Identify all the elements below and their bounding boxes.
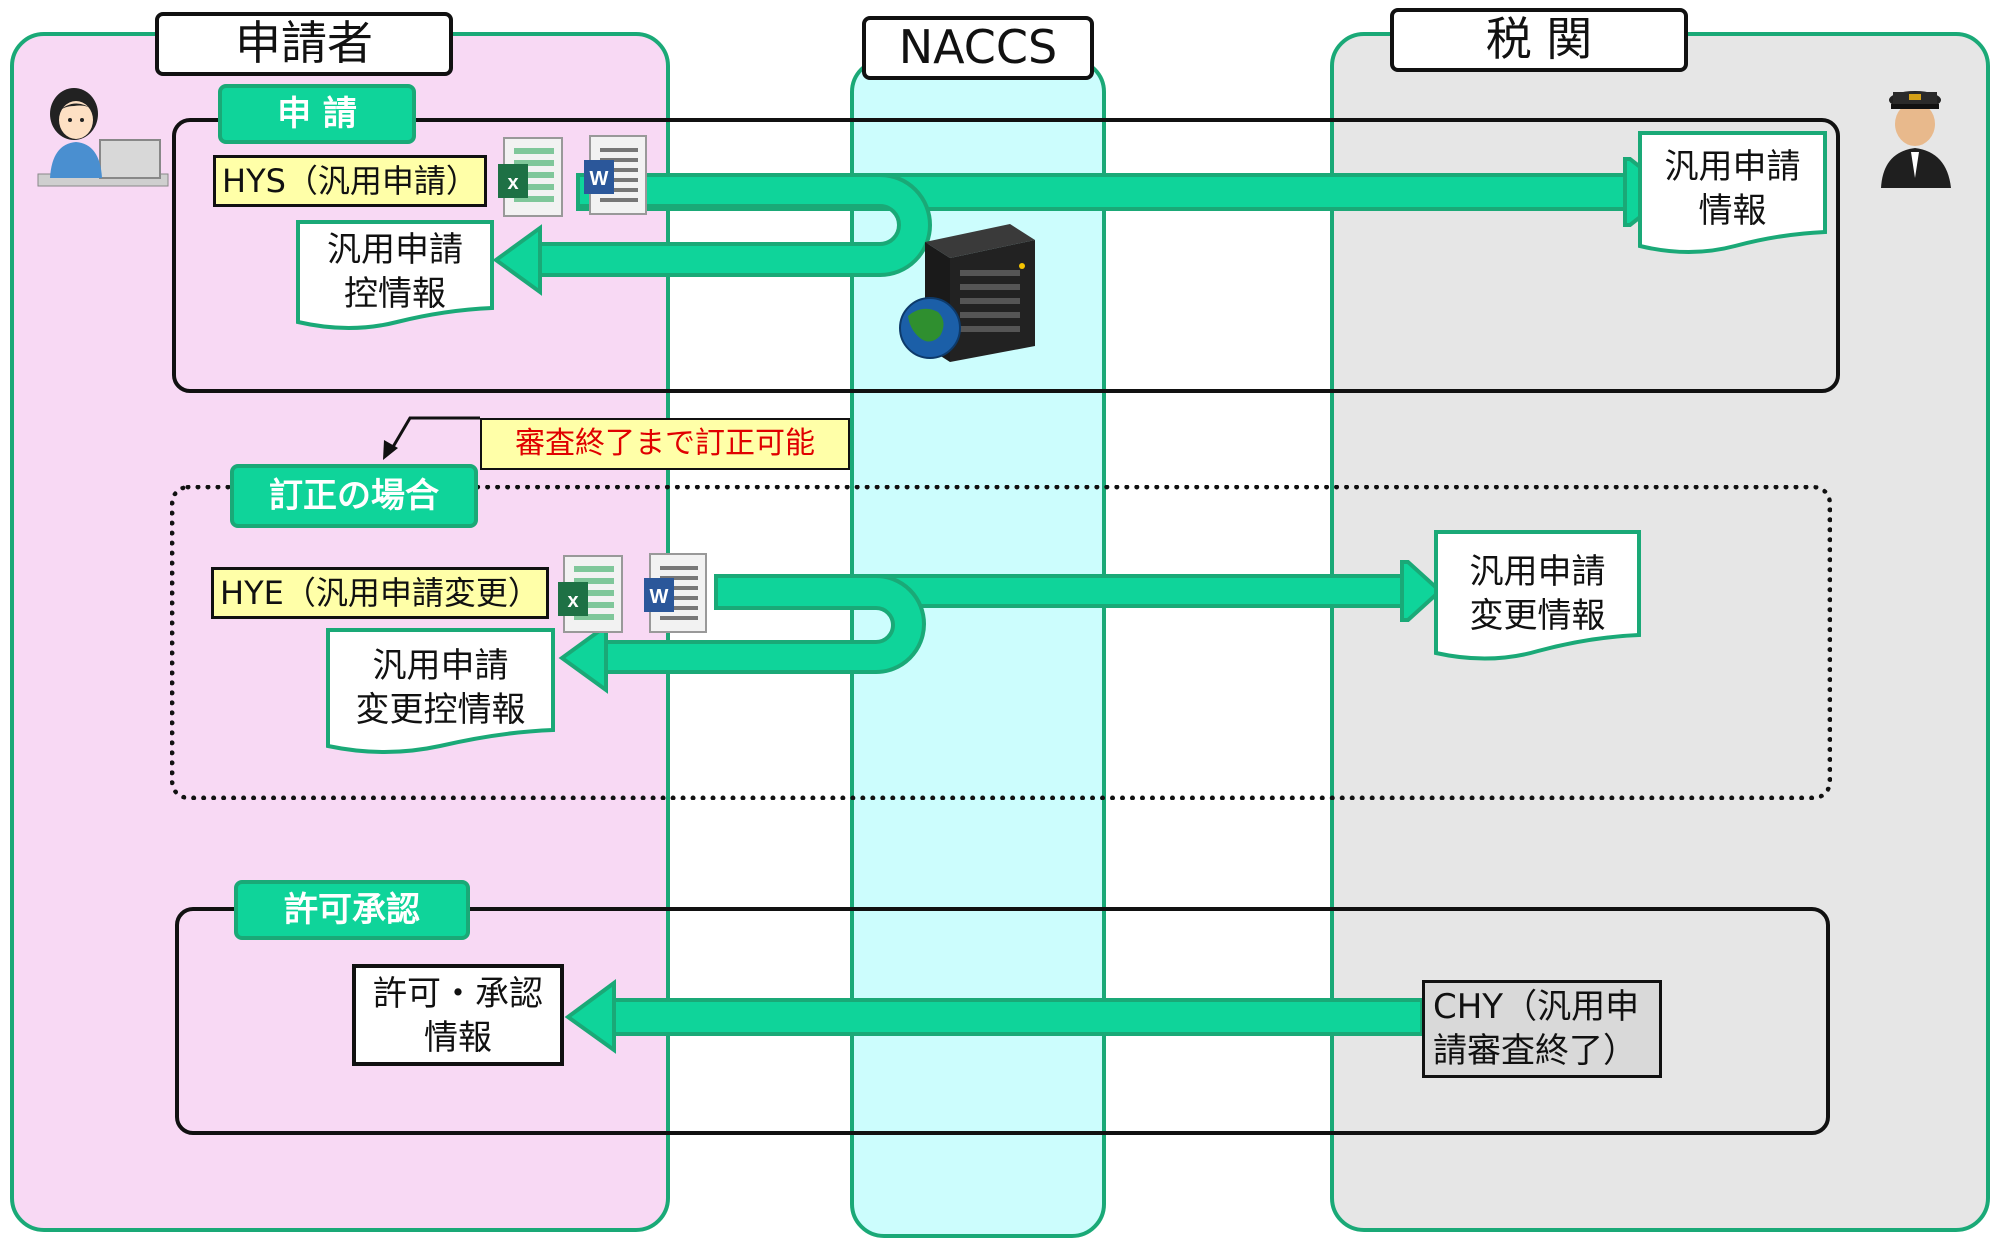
server-globe-icon xyxy=(899,224,1035,362)
apply-return-doc-line: 汎用申請 xyxy=(327,230,463,270)
approval-section-tab: 許可承認 xyxy=(234,880,470,940)
approval-return-arrow xyxy=(564,979,1424,1054)
svg-text:x: x xyxy=(507,172,518,194)
correction-note: 審査終了まで訂正可能 xyxy=(480,418,850,470)
correction-return-doc-line: 変更控情報 xyxy=(355,690,526,730)
chy-message-line: CHY（汎用申 xyxy=(1433,987,1640,1027)
apply-customs-doc-text: 汎用申請 情報 xyxy=(1640,145,1825,233)
correction-return-arrow xyxy=(558,574,926,694)
applicant-lane-header: 申請者 xyxy=(155,12,453,76)
naccs-lane-header: NACCS xyxy=(862,16,1094,80)
apply-return-doc-shape xyxy=(296,220,494,330)
apply-customs-doc-line: 情報 xyxy=(1698,191,1767,231)
apply-section-frame xyxy=(172,118,1840,393)
correction-return-doc-text: 汎用申請 変更控情報 xyxy=(328,644,553,732)
correction-section-frame xyxy=(170,485,1832,800)
correction-return-doc-line: 汎用申請 xyxy=(372,646,509,686)
word-file-icon: W xyxy=(644,553,707,633)
approval-result-doc-line: 情報 xyxy=(424,1018,492,1058)
approval-result-doc-line: 許可・承認 xyxy=(373,974,543,1014)
customs-officer-icon xyxy=(1881,91,1951,188)
chy-message-box: CHY（汎用申 請審査終了） xyxy=(1422,980,1662,1078)
excel-file-icon: x xyxy=(558,555,623,633)
note-pointer-arrow xyxy=(383,416,480,460)
approval-section-frame xyxy=(175,907,1830,1135)
word-file-icon: W xyxy=(584,135,647,215)
excel-file-icon: x xyxy=(498,137,563,217)
hye-message-label: HYE（汎用申請変更） xyxy=(211,567,549,619)
apply-section-tab: 申 請 xyxy=(218,84,416,144)
customs-lane-header: 税 関 xyxy=(1390,8,1688,72)
correction-return-doc-shape xyxy=(326,628,555,754)
apply-customs-doc-shape xyxy=(1638,131,1827,254)
svg-text:x: x xyxy=(567,590,578,612)
approval-result-doc: 許可・承認 情報 xyxy=(352,964,564,1066)
apply-return-doc-line: 控情報 xyxy=(344,274,446,314)
correction-customs-doc-text: 汎用申請 変更情報 xyxy=(1436,550,1639,638)
correction-section-tab: 訂正の場合 xyxy=(230,464,478,528)
svg-text:W: W xyxy=(590,168,609,190)
apply-return-doc-text: 汎用申請 控情報 xyxy=(298,228,492,316)
svg-text:W: W xyxy=(650,586,669,608)
apply-customs-doc-line: 汎用申請 xyxy=(1664,147,1801,187)
correction-customs-doc-line: 変更情報 xyxy=(1469,596,1606,636)
correction-customs-doc-line: 汎用申請 xyxy=(1469,552,1606,592)
chy-message-line: 請審査終了） xyxy=(1433,1031,1637,1071)
hys-message-label: HYS（汎用申請） xyxy=(213,155,487,207)
flow-graphics: x W x W xyxy=(37,88,1951,1054)
correction-customs-doc-shape xyxy=(1434,530,1641,661)
person-at-laptop-icon xyxy=(37,88,169,187)
